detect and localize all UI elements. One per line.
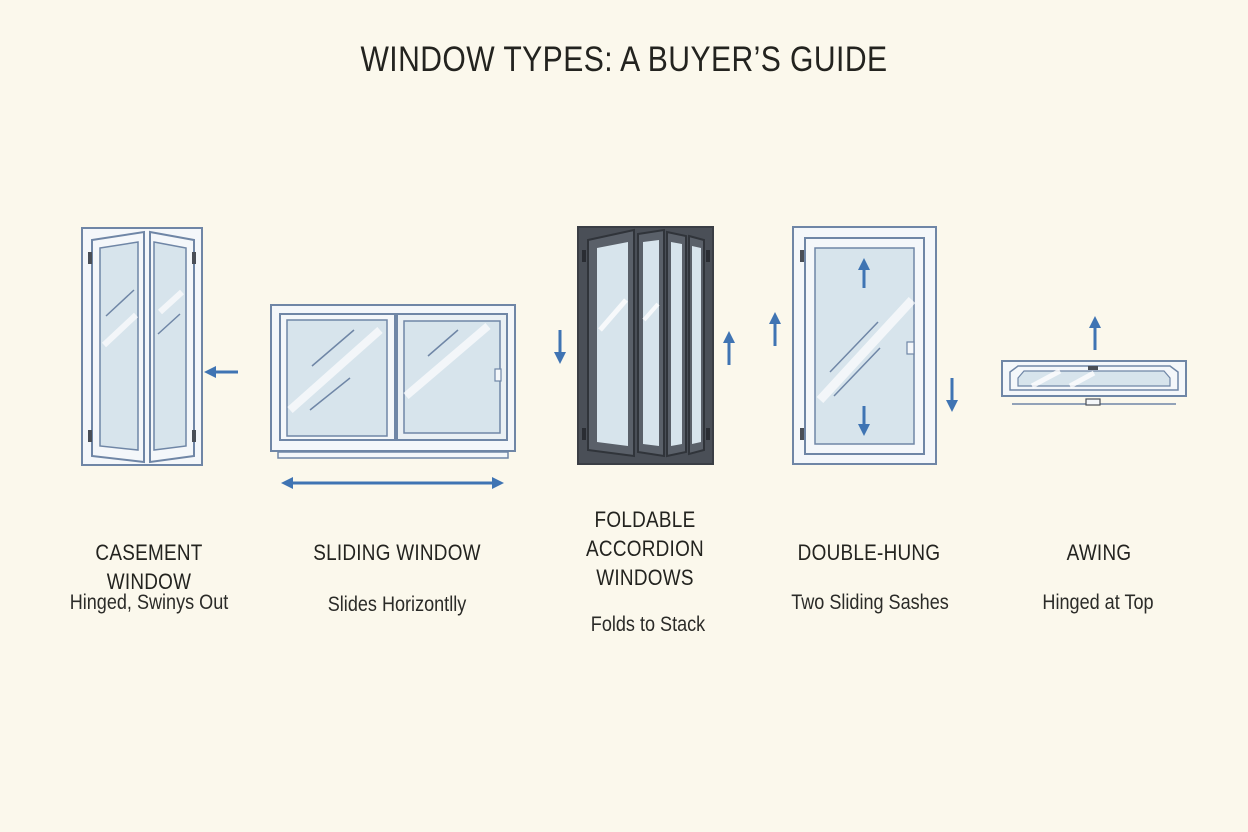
casement-window-icon — [81, 227, 203, 466]
casement-window-description: Hinged, Swinys Out — [69, 591, 229, 614]
awning-window-description: Hinged at Top — [1042, 591, 1154, 614]
sliding-window-label: SLIDING WINDOW — [313, 540, 481, 565]
sliding-window-icon — [270, 304, 516, 459]
awning-window-label: AWING — [1066, 540, 1132, 565]
page-title: WINDOW TYPES: A BUYER’S GUIDE — [360, 40, 888, 79]
double-hung-window-icon — [792, 226, 937, 465]
double-hung-window-label: DOUBLE-HUNG — [797, 540, 941, 565]
accordion-window-description: Folds to Stack — [590, 613, 706, 636]
casement-window-label: CASEMENT WINDOW — [95, 540, 203, 594]
awning-window-icon — [1001, 360, 1187, 406]
accordion-window-icon — [577, 226, 714, 465]
sliding-window-description: Slides Horizontlly — [327, 593, 467, 616]
double-hung-window-description: Two Sliding Sashes — [791, 591, 949, 614]
accordion-window-label: FOLDABLE ACCORDION WINDOWS — [586, 507, 704, 590]
